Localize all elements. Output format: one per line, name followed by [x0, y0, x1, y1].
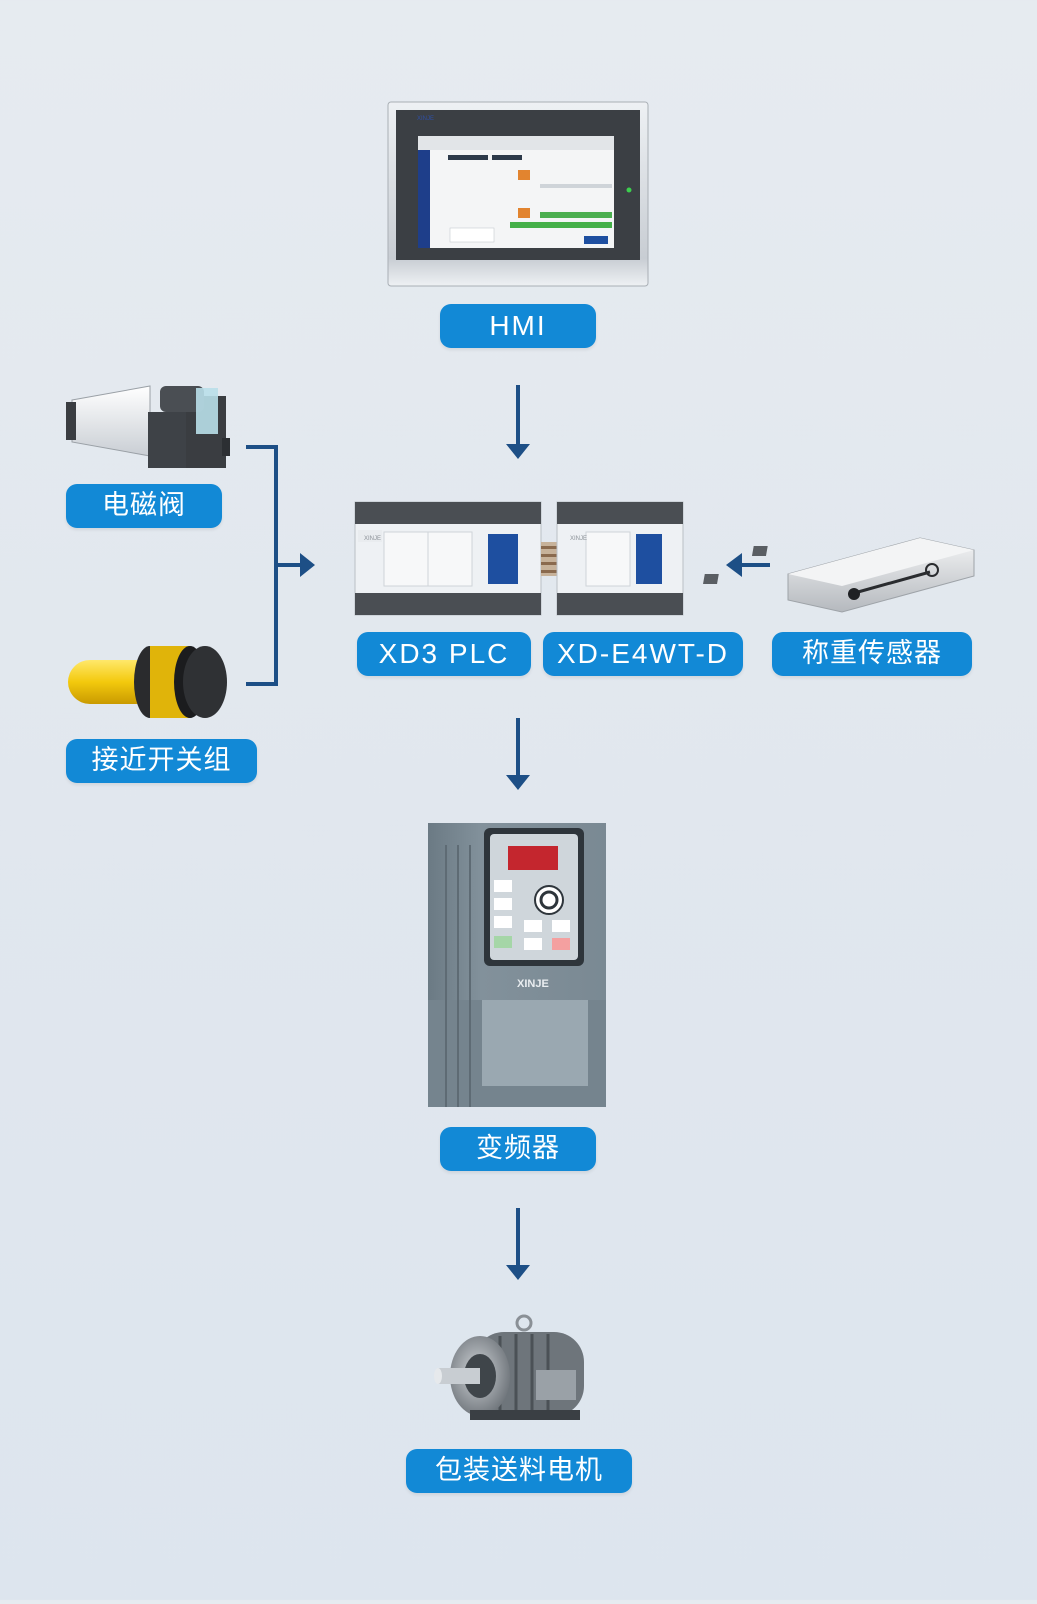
arrow-plc-to-inverter	[506, 718, 530, 790]
solenoid-valve-label: 电磁阀	[66, 484, 222, 528]
motor-device	[434, 1314, 584, 1420]
input-bracket-connector	[246, 445, 315, 686]
plc-device: XINJE	[354, 501, 542, 616]
weighing-module-device: XINJE	[556, 501, 684, 616]
solenoid-valve-device	[66, 385, 230, 468]
module-brand-text: XINJE	[570, 536, 587, 542]
proximity-switch-label: 接近开关组	[66, 739, 257, 783]
plc-label: XD3 PLC	[357, 632, 531, 676]
arrow-inverter-to-motor	[506, 1208, 530, 1280]
proximity-switch-device	[68, 646, 227, 718]
inverter-device: XINJE	[428, 823, 606, 1107]
inverter-label: 变频器	[440, 1127, 596, 1171]
motor-label: 包装送料电机	[406, 1449, 632, 1493]
hmi-label: HMI	[440, 304, 596, 348]
plc-brand-text: XINJE	[364, 536, 381, 542]
arrow-loadcell-to-module	[726, 553, 770, 577]
arrow-hmi-to-plc	[506, 385, 530, 459]
weighing-module-label: XD-E4WT-D	[543, 632, 743, 676]
load-cell-label: 称重传感器	[772, 632, 972, 676]
hmi-device: XINJE	[387, 101, 649, 287]
inverter-brand-text: XINJE	[517, 978, 549, 990]
bus-connector	[541, 542, 557, 576]
load-cell-device	[703, 537, 975, 613]
hmi-brand-text: XINJE	[417, 116, 434, 122]
